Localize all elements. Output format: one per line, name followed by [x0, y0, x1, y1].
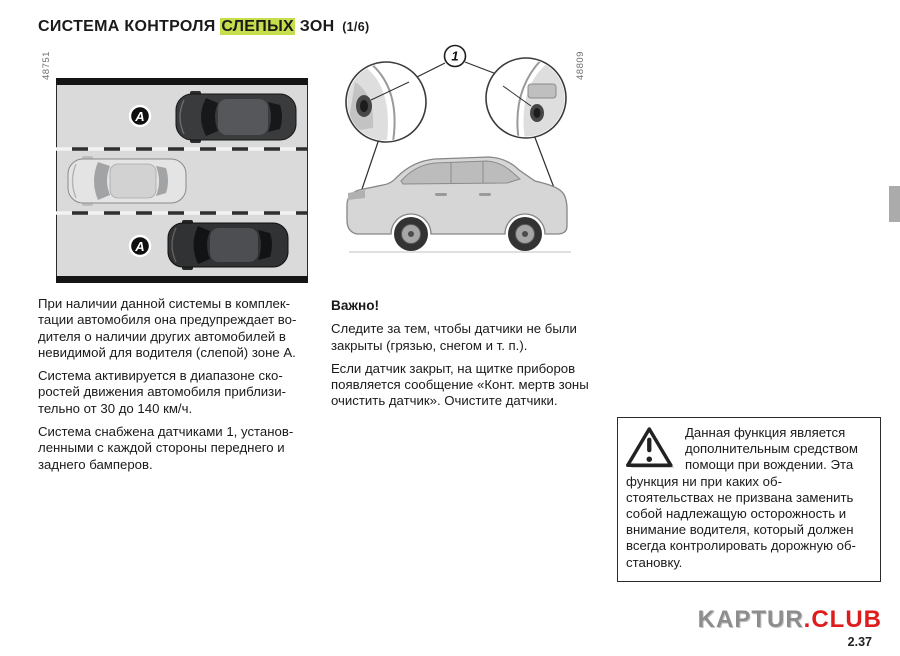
driver-car-top-view	[67, 156, 187, 206]
sensor-location-figure: 1	[331, 42, 593, 290]
page-title: СИСТЕМА КОНТРОЛЯ СЛЕПЫХ ЗОН (1/6)	[38, 17, 370, 36]
warning-note-box: Данная функция является дополнительным с…	[617, 417, 881, 582]
blind-zone-badge-rear: A	[128, 234, 152, 258]
callout-connector-lines	[360, 61, 557, 194]
road-edge-top	[56, 78, 308, 85]
blind-zone-label-front: A	[134, 109, 144, 124]
blind-spot-road-illustration: A A	[56, 78, 308, 283]
sensor-callout-badge: 1	[443, 44, 467, 68]
sensor-callout-label: 1	[451, 49, 458, 64]
watermark-accent: .CLUB	[803, 606, 882, 633]
front-sensor-callout	[345, 61, 427, 143]
road-edge-bottom	[56, 276, 308, 283]
rear-sensor-callout	[485, 57, 567, 139]
important-paragraph-1: Следите за тем, чтобы датчики не были за…	[331, 321, 577, 353]
important-column: Важно! Следите за тем, чтобы датчики не …	[331, 298, 603, 417]
watermark-primary: KAPTUR	[697, 606, 804, 633]
watermark: KAPTUR.CLUB	[698, 606, 882, 634]
title-page-counter: (1/6)	[342, 19, 370, 34]
warning-note-text: Данная функция является дополнительным с…	[626, 425, 858, 570]
description-paragraph-1: При наличии данной системы в комплек- та…	[38, 296, 297, 360]
important-heading: Важно!	[331, 298, 380, 313]
title-highlight: СЛЕПЫХ	[220, 17, 296, 35]
title-pre: СИСТЕМА КОНТРОЛЯ	[38, 17, 221, 35]
rear-wheel	[508, 217, 542, 251]
front-wheel	[394, 217, 428, 251]
title-post: ЗОН	[295, 17, 340, 35]
description-paragraph-3: Система снабжена датчиками 1, установ- л…	[38, 424, 294, 472]
following-car-top-view	[167, 220, 289, 270]
figure-code-left: 48751	[41, 51, 52, 80]
description-paragraph-2: Система активируется в диапазоне ско- ро…	[38, 368, 286, 416]
headlight	[348, 190, 365, 200]
warning-triangle-icon	[626, 426, 676, 470]
sensor-location-illustration: 1	[345, 44, 571, 253]
blind-zone-label-rear: A	[134, 239, 144, 254]
important-paragraph-2: Если датчик закрыт, на щитке приборов по…	[331, 360, 589, 409]
blind-spot-road-figure: A A	[56, 78, 308, 283]
page-number: 2.37	[847, 635, 872, 649]
overtaking-car-top-view	[175, 91, 297, 143]
blind-zone-badge-front: A	[128, 104, 152, 128]
section-edge-tab	[889, 186, 900, 222]
description-column: При наличии данной системы в комплек- та…	[38, 296, 314, 480]
vehicle-side-view	[346, 156, 571, 253]
